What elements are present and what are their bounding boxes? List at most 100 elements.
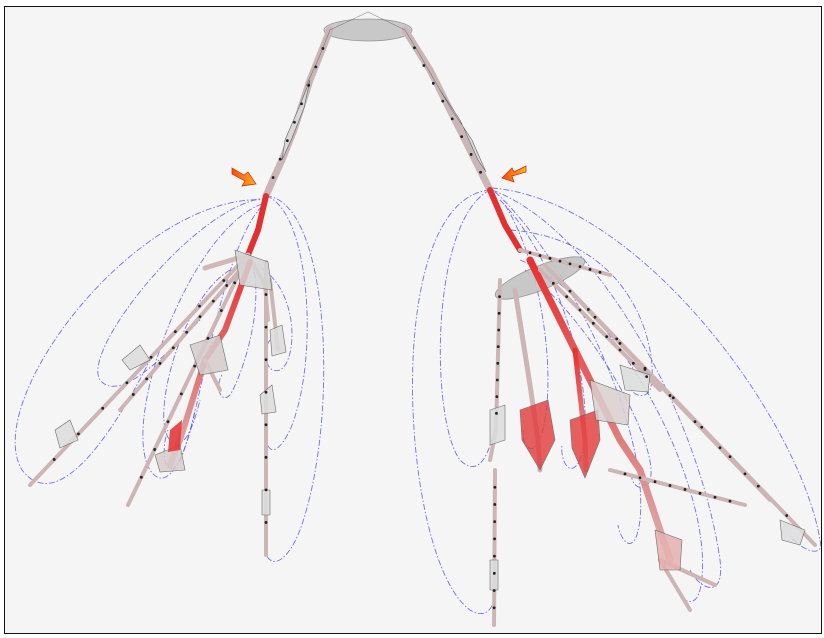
branch-node [632, 362, 635, 365]
branch-node [145, 377, 148, 380]
branch-node [495, 395, 498, 398]
branch-node [470, 153, 473, 156]
branch-node [645, 375, 648, 378]
branch-node [265, 521, 268, 524]
branch-node [589, 268, 592, 271]
branch-node [233, 281, 236, 284]
branch-node [619, 342, 622, 345]
branch-node [493, 486, 496, 489]
branch-node [199, 315, 202, 318]
branch-node [694, 420, 697, 423]
arrow-marker-icon [502, 166, 526, 182]
branch-node [265, 488, 268, 491]
branch-node [672, 396, 675, 399]
branch-node [220, 309, 223, 312]
branch-node [493, 555, 496, 558]
arrow-marker-icon [232, 168, 256, 186]
branch-node [212, 300, 215, 303]
branch-node [413, 46, 416, 49]
branch-node [300, 102, 303, 105]
branch-node [605, 335, 608, 338]
branch-node [493, 520, 496, 523]
branch-node [579, 309, 582, 312]
branch-node [493, 503, 496, 506]
branch-node [744, 472, 747, 475]
branch-node [719, 446, 722, 449]
branch-node [193, 365, 196, 368]
branch-node [150, 356, 153, 359]
branch-node [729, 500, 732, 503]
branch-node [529, 251, 532, 254]
root-node [324, 19, 412, 41]
branch-node [265, 293, 268, 296]
branch-node [729, 455, 732, 458]
branch-node [451, 117, 454, 120]
branch-node [180, 392, 183, 395]
left-loops [15, 196, 324, 561]
branch-node [53, 458, 56, 461]
branch-node [432, 82, 435, 85]
branch-node [225, 284, 228, 287]
branch-node [265, 326, 268, 329]
branch-node [565, 295, 568, 298]
branch-node [132, 393, 135, 396]
branch-node [496, 362, 499, 365]
branch-node [498, 295, 501, 298]
branch-node [669, 394, 672, 397]
branch-node [493, 606, 496, 609]
branch-node [714, 496, 717, 499]
branch-node [552, 282, 555, 285]
branch-node [594, 316, 597, 319]
branch-node [125, 381, 128, 384]
branch-node [314, 65, 317, 68]
branch-node [699, 492, 702, 495]
branch-node [559, 260, 562, 263]
branch-node [198, 305, 201, 308]
branch-node [495, 412, 498, 415]
branch-node [592, 322, 595, 325]
branch-node [286, 139, 289, 142]
branch-node [207, 337, 210, 340]
branch-node [265, 423, 268, 426]
branch-node [498, 312, 501, 315]
branch-node [669, 484, 672, 487]
branch-node [615, 337, 618, 340]
branch-node [496, 379, 499, 382]
branch-node [321, 47, 324, 50]
branch-node [757, 485, 760, 488]
branch-node [619, 349, 622, 352]
branch-node [549, 257, 552, 260]
branch-node [159, 362, 162, 365]
branch-node [644, 367, 647, 370]
branch-node [569, 262, 572, 265]
branch-node [493, 589, 496, 592]
branch-node [265, 358, 268, 361]
branch-node [222, 279, 225, 282]
branch-node [785, 514, 788, 517]
branch-node [140, 476, 143, 479]
branch-node [493, 537, 496, 540]
branch-node [624, 472, 627, 475]
branch-node [265, 391, 268, 394]
branch-node [265, 456, 268, 459]
branch-node [639, 476, 642, 479]
branch-node [700, 426, 703, 429]
branch-node [497, 329, 500, 332]
branch-node [77, 432, 80, 435]
branch-node [497, 345, 500, 348]
branch-node [493, 572, 496, 575]
branch-node [101, 407, 104, 410]
branch-node [272, 176, 275, 179]
left-subtree [30, 196, 286, 555]
branch-node [684, 488, 687, 491]
branch-node [279, 158, 282, 161]
branch-node [172, 346, 175, 349]
branch-node [153, 448, 156, 451]
branch-node [654, 480, 657, 483]
branch-node [460, 135, 463, 138]
branch-node [579, 265, 582, 268]
branch-node [441, 100, 444, 103]
branch-node [174, 330, 177, 333]
branch-node [539, 254, 542, 257]
